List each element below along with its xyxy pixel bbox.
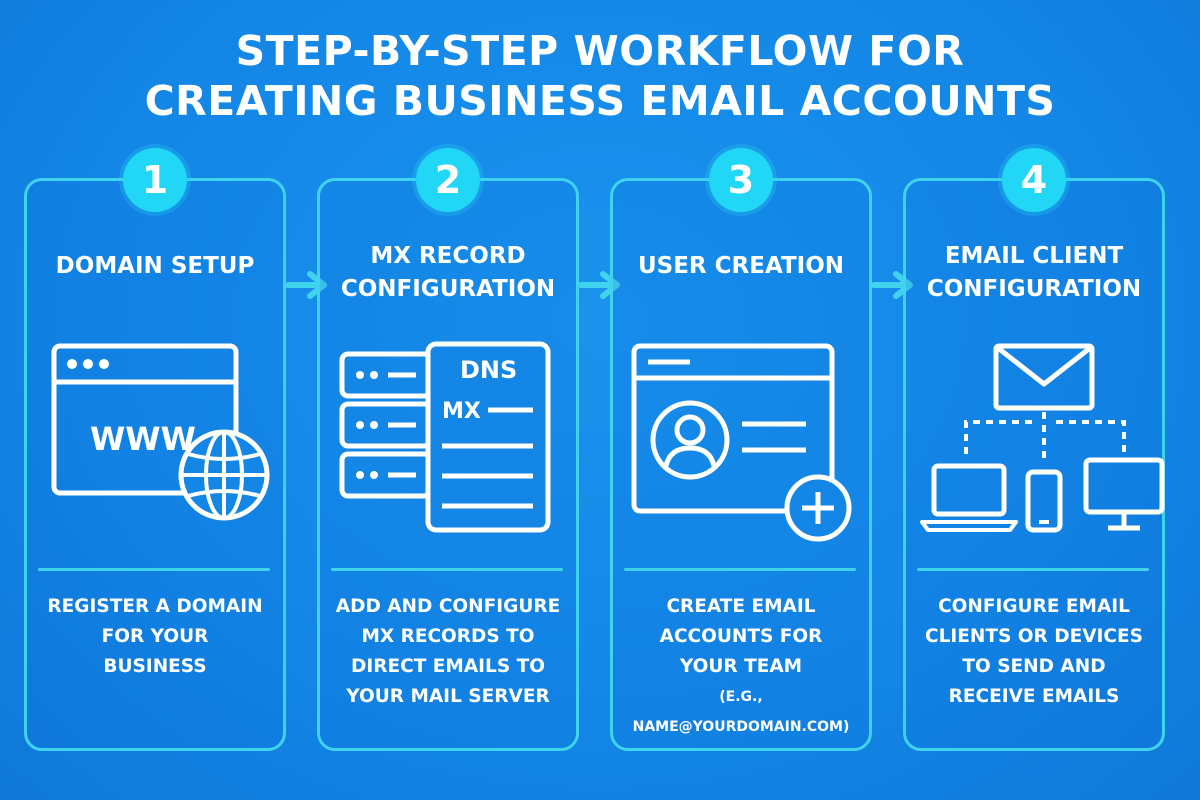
step-1-title-line-1: DOMAIN SETUP bbox=[55, 253, 255, 279]
email-devices-icon bbox=[920, 343, 1165, 533]
step-2-badge: 2 bbox=[416, 148, 480, 212]
step-2-description: ADD AND CONFIGURE MX RECORDS TO DIRECT E… bbox=[317, 592, 579, 712]
dns-server-icon: DNS MX bbox=[339, 341, 551, 533]
step-1-desc-line-3: BUSINESS bbox=[103, 656, 207, 677]
step-3-divider bbox=[624, 568, 856, 571]
step-4-title-line-1: EMAIL CLIENT bbox=[944, 243, 1124, 269]
step-2-title-line-1: MX RECORD bbox=[370, 243, 526, 269]
step-2-desc-line-3: DIRECT EMAILS TO bbox=[351, 656, 545, 677]
step-1-title: DOMAIN SETUP bbox=[24, 250, 286, 283]
step-3-title-line-1: USER CREATION bbox=[637, 253, 845, 279]
mx-label: MX bbox=[442, 399, 481, 424]
arrow-right-icon bbox=[579, 271, 620, 299]
step-4-desc-line-4: RECEIVE EMAILS bbox=[948, 686, 1120, 707]
step-1-desc-line-2: FOR YOUR bbox=[101, 626, 209, 647]
step-2-divider bbox=[331, 568, 563, 571]
step-2-title-line-2: CONFIGURATION bbox=[340, 276, 556, 302]
step-4-description: CONFIGURE EMAIL CLIENTS OR DEVICES TO SE… bbox=[903, 592, 1165, 712]
step-2-desc-line-2: MX RECORDS TO bbox=[361, 626, 535, 647]
step-4-badge: 4 bbox=[1002, 148, 1066, 212]
step-1-badge: 1 bbox=[123, 148, 187, 212]
step-4-title-line-2: CONFIGURATION bbox=[926, 276, 1142, 302]
step-4-desc-line-3: TO SEND AND bbox=[962, 656, 1106, 677]
user-profile-add-icon bbox=[631, 343, 852, 542]
step-4-divider bbox=[917, 568, 1149, 571]
step-1-divider bbox=[38, 568, 270, 571]
step-4-desc-line-2: CLIENTS OR DEVICES bbox=[925, 626, 1143, 647]
step-2-title: MX RECORD CONFIGURATION bbox=[317, 240, 579, 306]
step-3-description: CREATE EMAIL ACCOUNTS FOR YOUR TEAM (E.G… bbox=[610, 592, 872, 742]
step-1-desc-line-1: REGISTER A DOMAIN bbox=[47, 596, 263, 617]
step-3-desc-line-2: ACCOUNTS FOR bbox=[659, 626, 823, 647]
arrow-right-icon bbox=[872, 271, 913, 299]
title-line-1: STEP-BY-STEP WORKFLOW FOR bbox=[235, 27, 965, 75]
step-4-title: EMAIL CLIENT CONFIGURATION bbox=[903, 240, 1165, 306]
step-3-desc-line-1: CREATE EMAIL bbox=[666, 596, 816, 617]
step-3-card bbox=[610, 178, 872, 751]
step-3-example-note: (E.G., NAME@YOURDOMAIN.COM) bbox=[632, 689, 850, 735]
step-4-desc-line-1: CONFIGURE EMAIL bbox=[938, 596, 1130, 617]
step-3-title: USER CREATION bbox=[610, 250, 872, 283]
arrow-right-icon bbox=[286, 271, 327, 299]
step-1-description: REGISTER A DOMAIN FOR YOUR BUSINESS bbox=[24, 592, 286, 682]
browser-globe-icon: WWW. bbox=[51, 343, 270, 521]
step-2-desc-line-4: YOUR MAIL SERVER bbox=[346, 686, 550, 707]
step-3-badge: 3 bbox=[709, 148, 773, 212]
step-3-desc-line-3: YOUR TEAM bbox=[679, 656, 803, 677]
diagram-title: STEP-BY-STEP WORKFLOW FOR CREATING BUSIN… bbox=[0, 26, 1200, 126]
title-line-2: CREATING BUSINESS EMAIL ACCOUNTS bbox=[144, 77, 1056, 125]
dns-label: DNS bbox=[460, 356, 517, 384]
step-2-desc-line-1: ADD AND CONFIGURE bbox=[335, 596, 561, 617]
